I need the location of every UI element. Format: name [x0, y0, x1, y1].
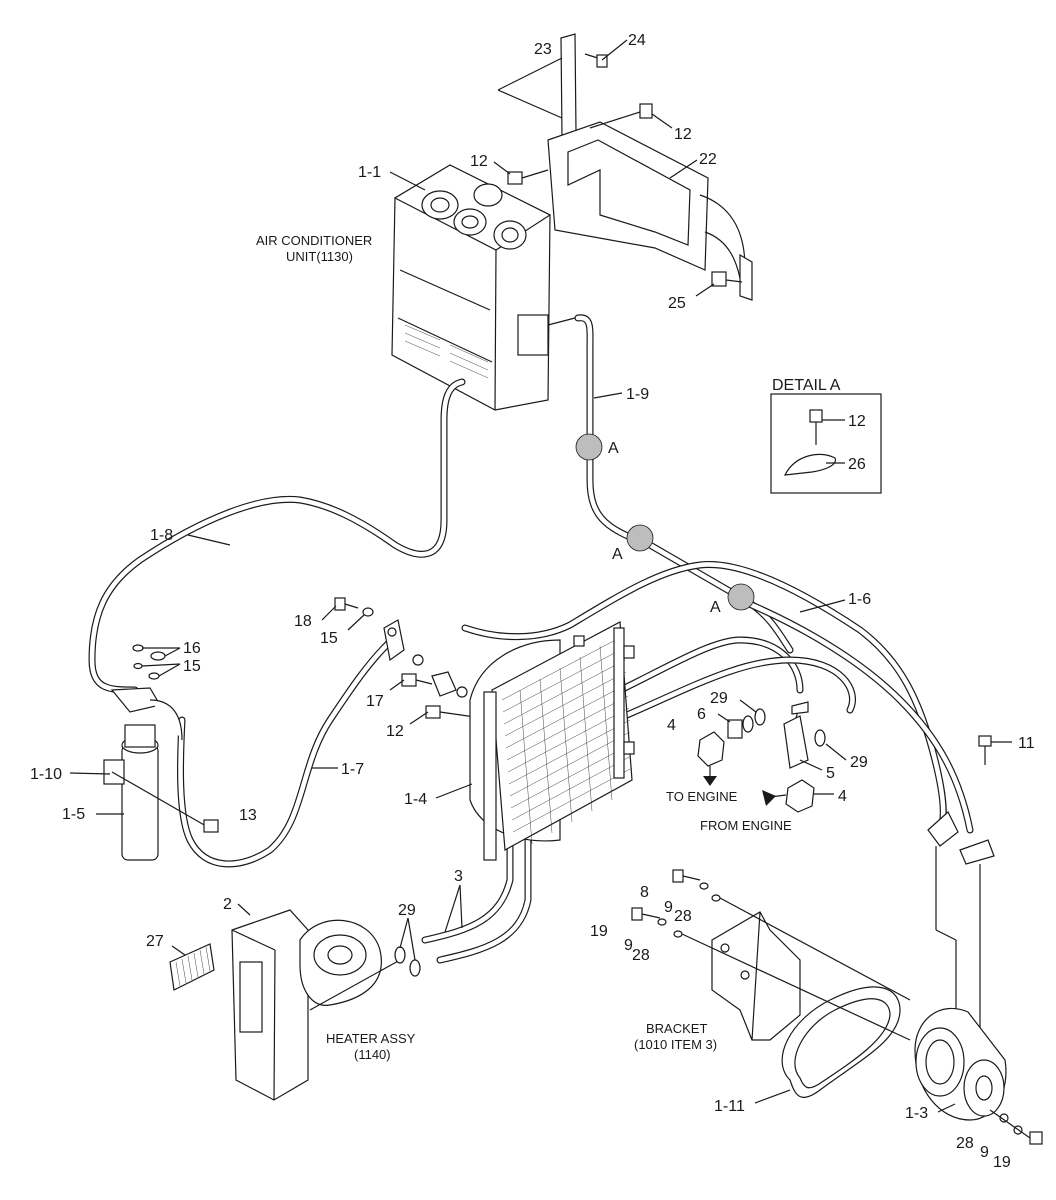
bracket-22	[547, 121, 753, 301]
labels: 1-1 AIR CONDITIONER UNIT(1130) 23 24 12 …	[30, 32, 1035, 1171]
label-9-c: 9	[980, 1144, 989, 1161]
receiver-drier	[103, 687, 183, 861]
label-ac-unit-2: UNIT(1130)	[286, 249, 353, 264]
bolt-25	[695, 271, 743, 297]
heater-assy	[231, 909, 401, 1101]
detail-a-marker-2	[626, 524, 654, 552]
label-heater-1: HEATER ASSY	[326, 1031, 416, 1046]
label-1-7: 1-7	[341, 761, 364, 778]
valve-4-from-engine	[762, 779, 834, 813]
clamp-29-a	[739, 699, 766, 726]
fitting-6	[717, 713, 754, 739]
label-heater-2: (1140)	[354, 1047, 391, 1062]
label-28-a: 28	[674, 908, 692, 925]
label-22: 22	[699, 151, 717, 168]
label-23: 23	[534, 41, 552, 58]
label-bracket-1: BRACKET	[646, 1021, 707, 1036]
compressor-fittings	[927, 811, 995, 1035]
label-4-b: 4	[838, 788, 847, 805]
label-12-top: 12	[674, 126, 692, 143]
label-bracket-2: (1010 ITEM 3)	[634, 1037, 717, 1052]
label-29-b: 29	[850, 754, 868, 771]
label-19-a: 19	[590, 923, 608, 940]
hose-1-8	[88, 378, 466, 694]
hose-1-6	[461, 560, 974, 834]
label-1-5: 1-5	[62, 806, 85, 823]
label-27: 27	[146, 933, 164, 950]
bolt-12-mid	[409, 705, 483, 725]
washers-16-15	[132, 644, 181, 680]
label-5: 5	[826, 765, 835, 782]
valve-5	[783, 701, 823, 771]
washer-15	[347, 607, 374, 631]
label-12-mid: 12	[386, 723, 404, 740]
compressor-bracket	[711, 911, 801, 1041]
v-belt	[781, 986, 901, 1098]
valve-4-to-engine	[697, 731, 725, 786]
clamps-29-heater	[394, 884, 463, 977]
bolt-11	[978, 735, 1012, 765]
bolt-12-left	[493, 161, 549, 185]
label-1-3: 1-3	[905, 1105, 928, 1122]
label-from-engine: FROM ENGINE	[700, 818, 792, 833]
detail-a-box	[770, 393, 882, 494]
condenser	[469, 621, 635, 861]
detail-label-12: 12	[848, 413, 866, 430]
label-8: 8	[640, 884, 649, 901]
hose-1-9	[574, 314, 794, 654]
label-to-engine: TO ENGINE	[666, 789, 738, 804]
label-3: 3	[454, 868, 463, 885]
label-29-a: 29	[710, 690, 728, 707]
label-1-4: 1-4	[404, 791, 427, 808]
label-28-c: 28	[956, 1135, 974, 1152]
label-17: 17	[366, 693, 384, 710]
label-24: 24	[628, 32, 646, 49]
clamp-29-b	[814, 729, 847, 761]
detail-a-letter-1: A	[608, 440, 619, 457]
label-16: 16	[183, 640, 201, 657]
label-6: 6	[697, 706, 706, 723]
label-29-c: 29	[398, 902, 416, 919]
label-9-b: 9	[624, 937, 633, 954]
air-conditioner-unit	[391, 164, 576, 411]
label-1-6: 1-6	[848, 591, 871, 608]
detail-a-letter-3: A	[710, 599, 721, 616]
detail-a-marker-1	[575, 433, 603, 461]
label-28-b: 28	[632, 947, 650, 964]
fitting-block	[383, 619, 468, 698]
detail-a-letter-2: A	[612, 546, 623, 563]
label-ac-unit-1: AIR CONDITIONER	[256, 233, 372, 248]
bolt-17	[389, 673, 433, 691]
label-12-left: 12	[470, 153, 488, 170]
label-1-1: 1-1	[358, 164, 381, 181]
label-2: 2	[223, 896, 232, 913]
label-15-b: 15	[183, 658, 201, 675]
label-15-a: 15	[320, 630, 338, 647]
bolt-13	[111, 771, 219, 833]
label-1-11: 1-11	[714, 1098, 745, 1115]
detail-label-26: 26	[848, 456, 866, 473]
label-18: 18	[294, 613, 312, 630]
label-1-8: 1-8	[150, 527, 173, 544]
label-11: 11	[1018, 735, 1035, 752]
label-19-b: 19	[993, 1154, 1011, 1171]
label-9-a: 9	[664, 899, 673, 916]
label-1-10: 1-10	[30, 766, 62, 783]
bolt-24	[584, 39, 628, 68]
compressor	[914, 1007, 1043, 1145]
leader-lines	[69, 159, 956, 1113]
label-25: 25	[668, 295, 686, 312]
bolts-8-19	[631, 869, 911, 1041]
hose-1-7	[177, 636, 396, 868]
label-4-a: 4	[667, 717, 676, 734]
label-13: 13	[239, 807, 257, 824]
bolt-12-top	[589, 103, 673, 129]
bolt-18	[321, 597, 359, 621]
label-1-9: 1-9	[626, 386, 649, 403]
detail-a-title: DETAIL A	[772, 377, 841, 394]
filter-27	[169, 943, 215, 991]
detail-a-marker-3	[727, 583, 755, 611]
